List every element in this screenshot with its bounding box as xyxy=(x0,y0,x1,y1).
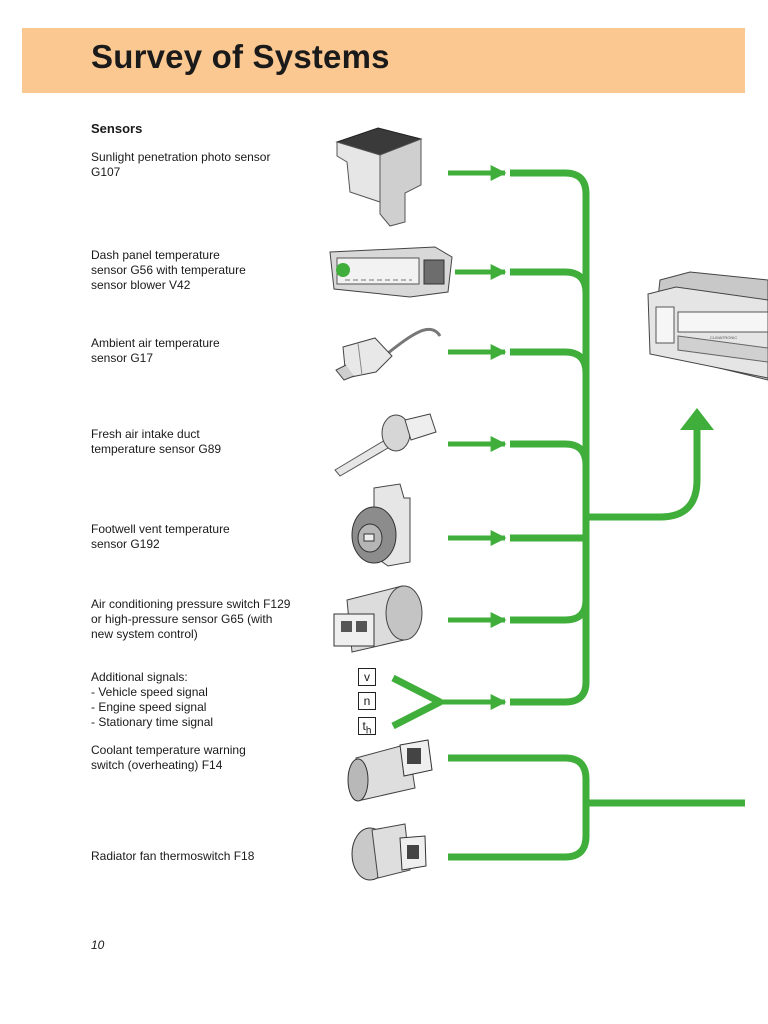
page-number: 10 xyxy=(91,938,105,952)
header-banner: Survey of Systems xyxy=(22,28,745,93)
ambient-air-sensor-icon xyxy=(335,328,442,381)
signal-box-th: th xyxy=(358,717,376,737)
signal-lines xyxy=(391,169,745,861)
sensor-label-footwell: Footwell vent temperature sensor G192 xyxy=(91,522,230,551)
sensor-label-additional-signals: Additional signals: - Vehicle speed sign… xyxy=(91,670,214,729)
fresh-air-sensor-icon xyxy=(334,413,437,477)
control-unit-label: CLIMATRONIC xyxy=(710,335,737,340)
arrows xyxy=(440,164,507,711)
page-title: Survey of Systems xyxy=(91,38,390,75)
coolant-switch-icon xyxy=(347,739,433,802)
pressure-switch-icon xyxy=(333,585,423,653)
fan-thermoswitch-icon xyxy=(351,823,427,881)
signal-symbol-h: h xyxy=(365,725,372,737)
sensor-label-sunlight: Sunlight penetration photo sensor G107 xyxy=(91,150,271,179)
section-title: Sensors xyxy=(91,121,143,136)
control-unit-icon: CLIMATRONIC xyxy=(647,271,768,381)
sensor-label-dash-panel: Dash panel temperature sensor G56 with t… xyxy=(91,248,246,292)
sensor-label-pressure-switch: Air conditioning pressure switch F129 or… xyxy=(91,597,291,641)
sensor-label-fan-thermoswitch: Radiator fan thermoswitch F18 xyxy=(91,849,255,863)
signal-symbol-t: t xyxy=(362,719,366,733)
sensor-label-coolant-switch: Coolant temperature warning switch (over… xyxy=(91,743,246,772)
sensor-label-ambient-air: Ambient air temperature sensor G17 xyxy=(91,336,220,365)
sensor-label-fresh-air: Fresh air intake duct temperature sensor… xyxy=(91,427,222,456)
signal-box-n: n xyxy=(358,692,376,710)
footwell-sensor-icon xyxy=(351,483,411,567)
dash-panel-sensor-icon xyxy=(329,246,453,298)
signal-box-v: v xyxy=(358,668,376,686)
arrow-to-control-unit xyxy=(680,408,714,430)
photo-sensor-icon xyxy=(335,127,423,227)
